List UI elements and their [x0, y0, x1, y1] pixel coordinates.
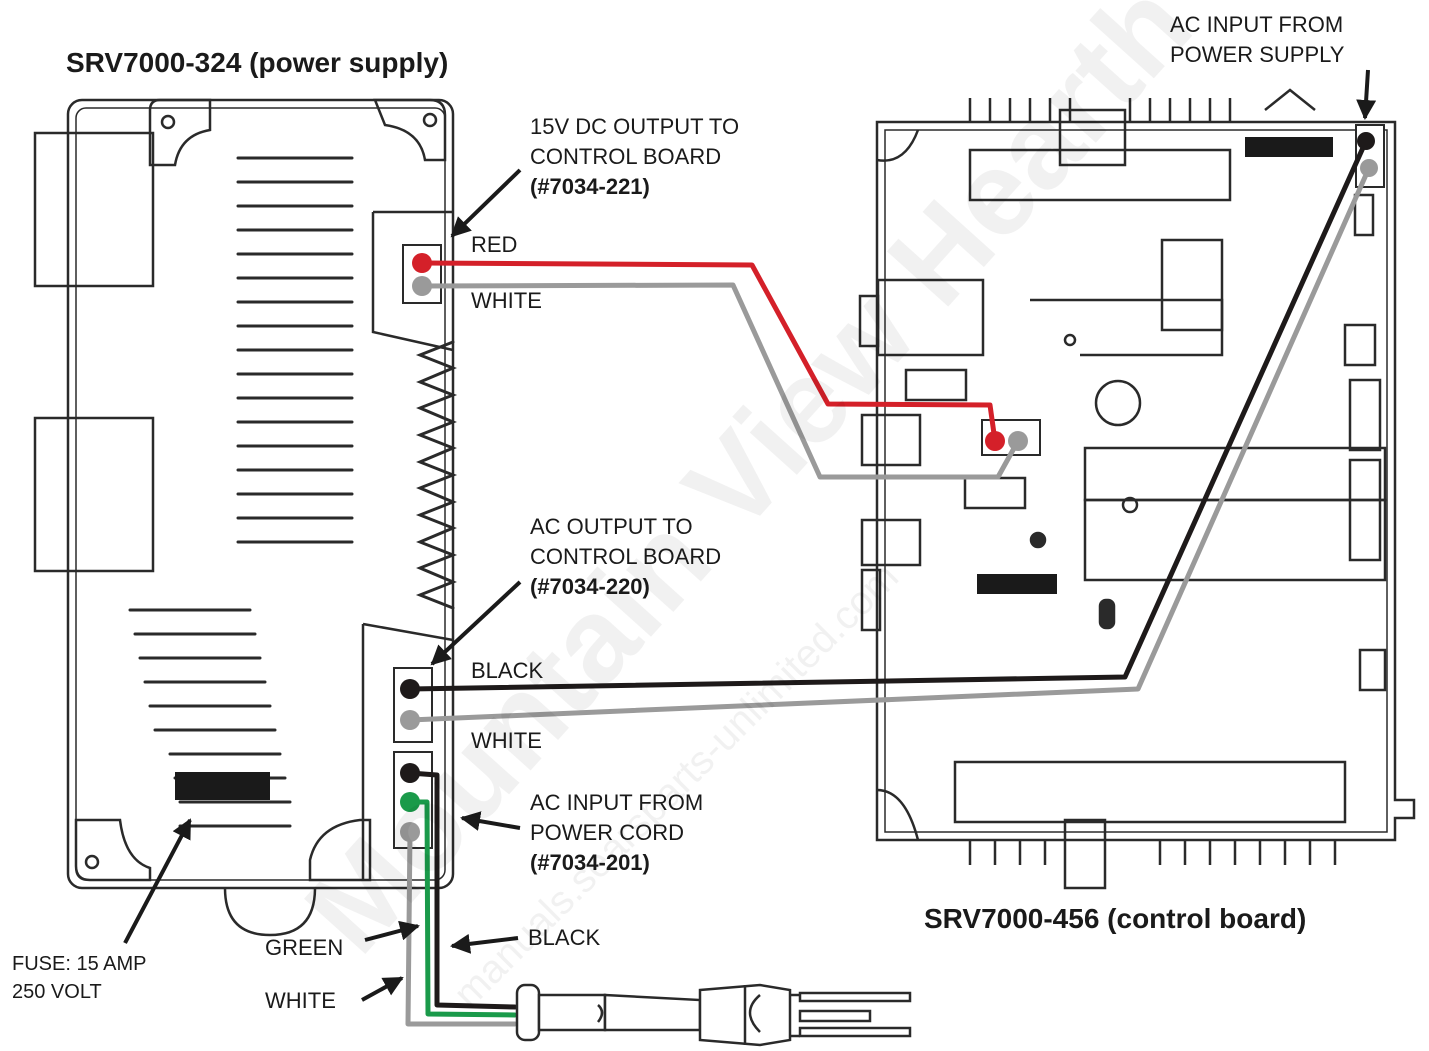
red-dc-wire [419, 260, 998, 444]
dc-output-part: (#7034-221) [530, 174, 650, 199]
wire-label-green-cord: GREEN [265, 935, 343, 960]
ac-output-line1: AC OUTPUT TO [530, 514, 693, 539]
white-ac-wire [407, 165, 1372, 723]
power-supply-title: SRV7000-324 (power supply) [66, 47, 448, 78]
wire-label-red: RED [471, 232, 517, 257]
ac-input-cord-line2: POWER CORD [530, 820, 684, 845]
wire-label-white-cord: WHITE [265, 988, 336, 1013]
ac-input-supply-callout: AC INPUT FROM POWER SUPPLY [1170, 12, 1345, 67]
board-label-block [977, 574, 1057, 594]
fuse-line2: 250 VOLT [12, 981, 102, 1003]
ac-input-cord-line1: AC INPUT FROM [530, 790, 703, 815]
dc-output-callout: 15V DC OUTPUT TO CONTROL BOARD (#7034-22… [530, 114, 739, 199]
dc-output-line2: CONTROL BOARD [530, 144, 721, 169]
fuse [175, 772, 270, 800]
fuse-callout: FUSE: 15 AMP 250 VOLT [12, 953, 147, 1003]
black-ac-wire [407, 138, 1369, 692]
control-board-title: SRV7000-456 (control board) [924, 903, 1306, 934]
ac-input-supply-line2: POWER SUPPLY [1170, 42, 1345, 67]
wire-label-black-cord: BLACK [528, 925, 600, 950]
white-dc-wire [419, 282, 1021, 480]
ac-input-cord-callout: AC INPUT FROM POWER CORD (#7034-201) [530, 790, 703, 875]
ac-output-callout: AC OUTPUT TO CONTROL BOARD (#7034-220) [530, 514, 721, 599]
wire-label-white-dc: WHITE [471, 288, 542, 313]
power-supply-unit [33, 98, 455, 937]
wire-label-white-ac: WHITE [471, 728, 542, 753]
terminals [400, 132, 1378, 842]
wire-label-black-ac: BLACK [471, 658, 543, 683]
fuse-line1: FUSE: 15 AMP [12, 953, 147, 975]
ac-output-line2: CONTROL BOARD [530, 544, 721, 569]
ac-input-supply-line1: AC INPUT FROM [1170, 12, 1343, 37]
ac-output-part: (#7034-220) [530, 574, 650, 599]
ac-input-cord-part: (#7034-201) [530, 850, 650, 875]
white-cord-wire [405, 829, 518, 1027]
black-cord-wire [407, 770, 518, 1010]
dc-output-line1: 15V DC OUTPUT TO [530, 114, 739, 139]
wires [405, 138, 1372, 1027]
board-label-block [1245, 137, 1333, 157]
callout-arrows [123, 69, 1377, 1002]
control-board-unit [858, 88, 1416, 890]
vent-slots [128, 156, 458, 828]
power-cord-plug [515, 983, 912, 1047]
